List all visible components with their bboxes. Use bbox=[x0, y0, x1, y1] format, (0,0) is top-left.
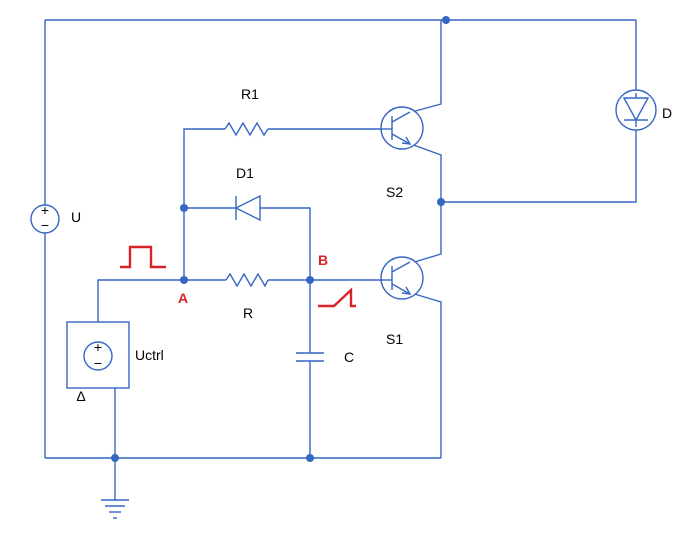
wire-s2-emitter bbox=[407, 142, 442, 202]
wire-right-rail bbox=[441, 20, 637, 203]
wires bbox=[44, 19, 637, 500]
wire-r-branch bbox=[97, 279, 388, 322]
source-uctrl-label: Uctrl bbox=[135, 347, 164, 363]
wire-s2-collector bbox=[407, 20, 442, 114]
transistor-s2: S2 bbox=[380, 106, 424, 200]
source-u-label: U bbox=[71, 209, 81, 225]
transistor-s2-label: S2 bbox=[386, 184, 403, 200]
ramp-waveform bbox=[318, 287, 356, 308]
source-u: + − U bbox=[30, 202, 81, 234]
transistor-s1: S1 bbox=[380, 256, 424, 347]
transistor-s2-circle bbox=[380, 106, 424, 150]
resistor-r-label: R bbox=[243, 305, 253, 321]
diode-d1-label: D1 bbox=[236, 165, 254, 181]
wire-s1-emitter bbox=[407, 291, 442, 458]
ground-symbol bbox=[101, 499, 129, 519]
transistor-s1-emitter bbox=[391, 283, 411, 295]
source-u-plus: + bbox=[41, 202, 49, 218]
square-pulse-waveform bbox=[120, 245, 166, 269]
resistor-r1-label: R1 bbox=[241, 86, 259, 102]
capacitor-c: C bbox=[296, 349, 354, 365]
transistor-s1-label: S1 bbox=[386, 331, 403, 347]
resistor-r1: R1 bbox=[224, 86, 269, 137]
resistor-r-zigzag bbox=[225, 272, 269, 288]
resistor-r1-zigzag bbox=[224, 121, 269, 137]
junction-top-right bbox=[442, 16, 450, 24]
capacitor-c-label: C bbox=[344, 349, 354, 365]
source-u-circle bbox=[30, 204, 60, 234]
source-uctrl: + − Δ Uctrl bbox=[66, 321, 164, 404]
junction-b bbox=[306, 276, 314, 284]
source-uctrl-minus: − bbox=[94, 355, 102, 371]
resistor-r: R bbox=[225, 272, 269, 321]
node-b-label: B bbox=[318, 252, 328, 268]
diode-d: D bbox=[615, 89, 672, 131]
junctions bbox=[111, 16, 450, 462]
transistor-s1-collector bbox=[391, 261, 411, 273]
junction-bottom-cap bbox=[306, 454, 314, 462]
transistor-s2-collector bbox=[391, 111, 411, 123]
diode-d1: D1 bbox=[234, 165, 261, 222]
source-uctrl-circle bbox=[83, 341, 113, 371]
junction-s2-emitter bbox=[437, 198, 445, 206]
diode-d-label: D bbox=[662, 105, 672, 121]
source-uctrl-plus: + bbox=[94, 339, 102, 355]
transistor-s2-emitter bbox=[391, 133, 411, 145]
transistor-s2-arrow bbox=[401, 136, 412, 145]
transistor-s1-circle bbox=[380, 256, 424, 300]
wire-r1-branch bbox=[183, 128, 388, 278]
transistor-s1-arrow bbox=[401, 286, 412, 295]
source-uctrl-delta: Δ bbox=[76, 388, 85, 404]
source-u-minus: − bbox=[41, 217, 49, 233]
wire-s2-to-s1 bbox=[407, 202, 442, 265]
junction-bottom-left bbox=[111, 454, 119, 462]
wire-d1-branch bbox=[184, 207, 311, 278]
junction-d1-left bbox=[180, 204, 188, 212]
node-a-label: A bbox=[178, 290, 188, 306]
diode-d1-triangle bbox=[234, 194, 261, 222]
junction-a bbox=[180, 276, 188, 284]
